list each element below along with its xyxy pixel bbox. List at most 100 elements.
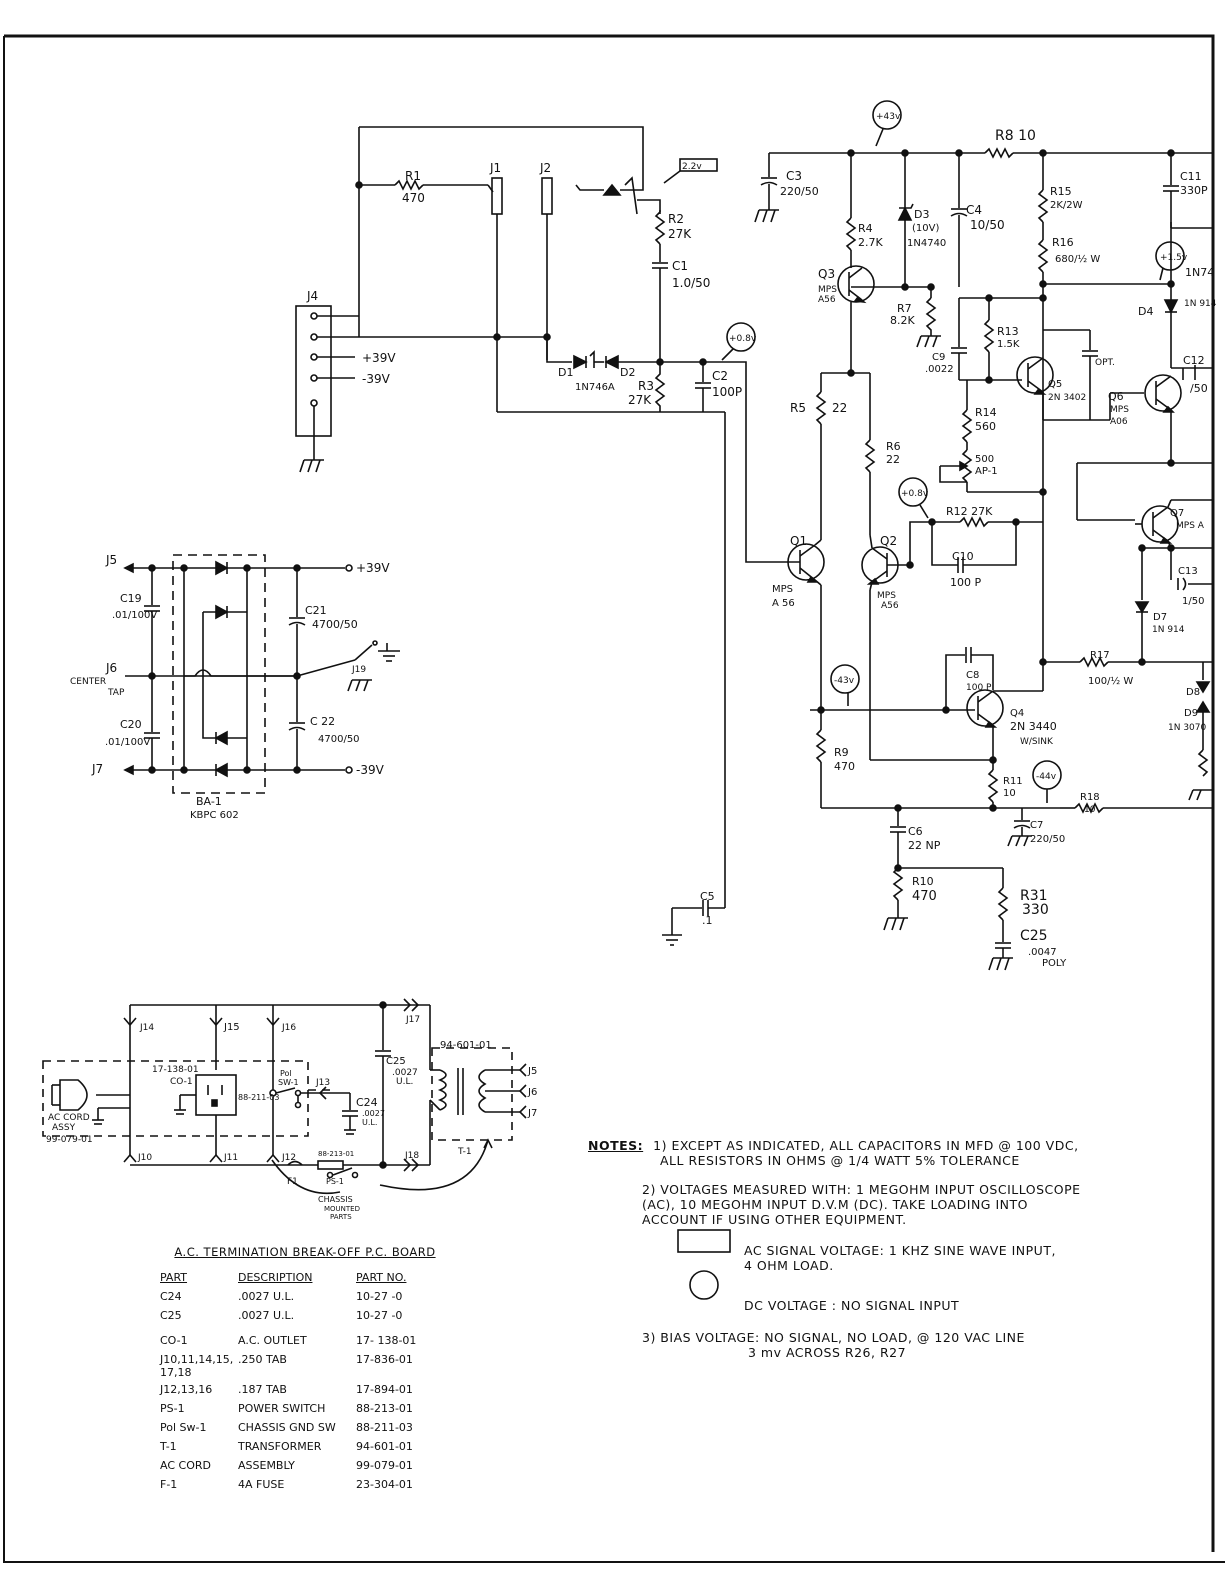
- label-j15: J15: [223, 1022, 240, 1033]
- cell-description: TRANSFORMER: [238, 1440, 322, 1453]
- label-r7-value: 8.2K: [890, 314, 915, 327]
- cell-part: J10,11,14,15, 17,18: [160, 1353, 234, 1379]
- label-pot-500: 500: [975, 454, 994, 465]
- label-f1: F1: [287, 1177, 298, 1187]
- label-r31: R31: [1020, 888, 1048, 904]
- label-j6-term: J6: [527, 1087, 537, 1098]
- label-r11: R11: [1003, 776, 1023, 787]
- label-plus0-8v-b: +0.8v: [901, 489, 929, 499]
- label-q7: Q7: [1170, 508, 1184, 519]
- label-q3-part: A56: [818, 295, 836, 305]
- label-minus43v: -43v: [834, 676, 855, 686]
- label-c19-value: .01/100V: [112, 610, 157, 621]
- label-q2-type: MPS: [877, 591, 896, 601]
- label-ac-cord-assy: ASSY: [52, 1123, 76, 1133]
- label-r5-value: 22: [832, 401, 847, 415]
- label-parts: PARTS: [330, 1213, 352, 1221]
- label-center: CENTER: [70, 677, 106, 687]
- label-r2: R2: [668, 212, 684, 226]
- label-r12: R12 27K: [946, 505, 993, 518]
- cell-part-no: 23-304-01: [356, 1478, 413, 1491]
- label-q3-type: MPS: [818, 285, 837, 295]
- label-minus44v: -44v: [1036, 772, 1057, 782]
- label-opt: OPT.: [1095, 358, 1115, 368]
- label-ac-cord: AC CORD: [48, 1113, 90, 1123]
- label-ps1: PS-1: [326, 1177, 344, 1186]
- note-ac-load: 4 OHM LOAD.: [744, 1258, 834, 1273]
- label-c10: C10: [952, 550, 974, 563]
- label-d8: D8: [1186, 687, 1200, 698]
- label-ba1: BA-1: [196, 795, 222, 808]
- label-t1-part: 94-601-01: [440, 1040, 492, 1051]
- label-plus39v: +39V: [362, 351, 396, 365]
- label-r31-value: 330: [1022, 902, 1049, 918]
- power-supply-section: [123, 554, 400, 794]
- label-j11: J11: [223, 1153, 238, 1163]
- label-r14: R14: [975, 406, 997, 419]
- label-q5: Q5: [1048, 379, 1062, 390]
- parts-table: A.C. TERMINATION BREAK-OFF P.C. BOARD PA…: [160, 1245, 450, 1497]
- label-c4: C4: [966, 203, 982, 217]
- label-r17-value: 100/½ W: [1088, 675, 1133, 687]
- label-q1-part: A 56: [772, 598, 795, 609]
- label-mounted: MOUNTED: [324, 1205, 360, 1213]
- label-plus39v-supply: +39V: [356, 561, 390, 575]
- label-j18: J18: [404, 1151, 419, 1161]
- label-r16: R16: [1052, 236, 1074, 249]
- label-r10: R10: [912, 875, 934, 888]
- label-chassis: CHASSIS: [318, 1195, 353, 1204]
- note-1b: ALL RESISTORS IN OHMS @ 1/4 WATT 5% TOLE…: [660, 1153, 1020, 1168]
- label-pol-part: 88-211-03: [238, 1093, 279, 1102]
- label-c22: C 22: [310, 715, 335, 728]
- cell-part-no: 94-601-01: [356, 1440, 413, 1453]
- label-c24-type: U.L.: [362, 1118, 377, 1127]
- label-j10: J10: [137, 1153, 152, 1163]
- label-j1: J1: [489, 161, 501, 175]
- note-2c: ACCOUNT IF USING OTHER EQUIPMENT.: [642, 1212, 907, 1227]
- dc-voltage-circle-symbol: [689, 1270, 719, 1300]
- cell-description: POWER SWITCH: [238, 1402, 326, 1415]
- cell-part: CO-1: [160, 1334, 188, 1347]
- cell-description: A.C. OUTLET: [238, 1334, 307, 1347]
- label-r1: R1: [405, 169, 421, 183]
- label-r9-value: 470: [834, 760, 855, 773]
- label-d9-part: 1N 3070: [1168, 723, 1206, 733]
- label-j17: J17: [405, 1015, 420, 1025]
- cell-part-no: 17-894-01: [356, 1383, 413, 1396]
- cell-description: .0027 U.L.: [238, 1290, 295, 1303]
- label-ap1: AP-1: [975, 466, 998, 477]
- label-q4-part: 2N 3440: [1010, 720, 1057, 733]
- cell-description: .0027 U.L.: [238, 1309, 295, 1322]
- cell-part: Pol Sw-1: [160, 1421, 207, 1434]
- cell-description: 4A FUSE: [238, 1478, 285, 1491]
- label-c25-poly-type: POLY: [1042, 958, 1067, 969]
- label-in74: 1N74: [1185, 266, 1214, 279]
- label-j5-term: J5: [527, 1066, 537, 1077]
- label-minus39v: -39V: [362, 372, 391, 386]
- label-c24: C24: [356, 1096, 378, 1109]
- label-d1-part: 1N746A: [575, 382, 615, 393]
- cell-part-no: 17-836-01: [356, 1353, 413, 1366]
- label-j16: J16: [281, 1023, 296, 1033]
- label-j4: J4: [306, 289, 318, 303]
- label-r15-value: 2K/2W: [1050, 200, 1083, 211]
- label-r6: R6: [886, 440, 901, 453]
- cell-description: CHASSIS GND SW: [238, 1421, 336, 1434]
- label-plus0-8v-a: +0.8v: [729, 334, 757, 344]
- label-d9: D9: [1184, 708, 1198, 719]
- label-c21: C21: [305, 604, 327, 617]
- label-c12: C12: [1183, 354, 1205, 367]
- label-r5: R5: [790, 401, 806, 415]
- note-3b: 3 mv ACROSS R26, R27: [748, 1345, 907, 1360]
- label-c13-value: 1/50: [1182, 596, 1204, 607]
- parts-table-title: A.C. TERMINATION BREAK-OFF P.C. BOARD: [174, 1245, 436, 1259]
- label-q4-sink: W/SINK: [1020, 737, 1054, 747]
- label-c21-value: 4700/50: [312, 618, 358, 631]
- label-r9: R9: [834, 746, 849, 759]
- label-j7-term: J7: [527, 1108, 537, 1119]
- label-r6-value: 22: [886, 453, 900, 466]
